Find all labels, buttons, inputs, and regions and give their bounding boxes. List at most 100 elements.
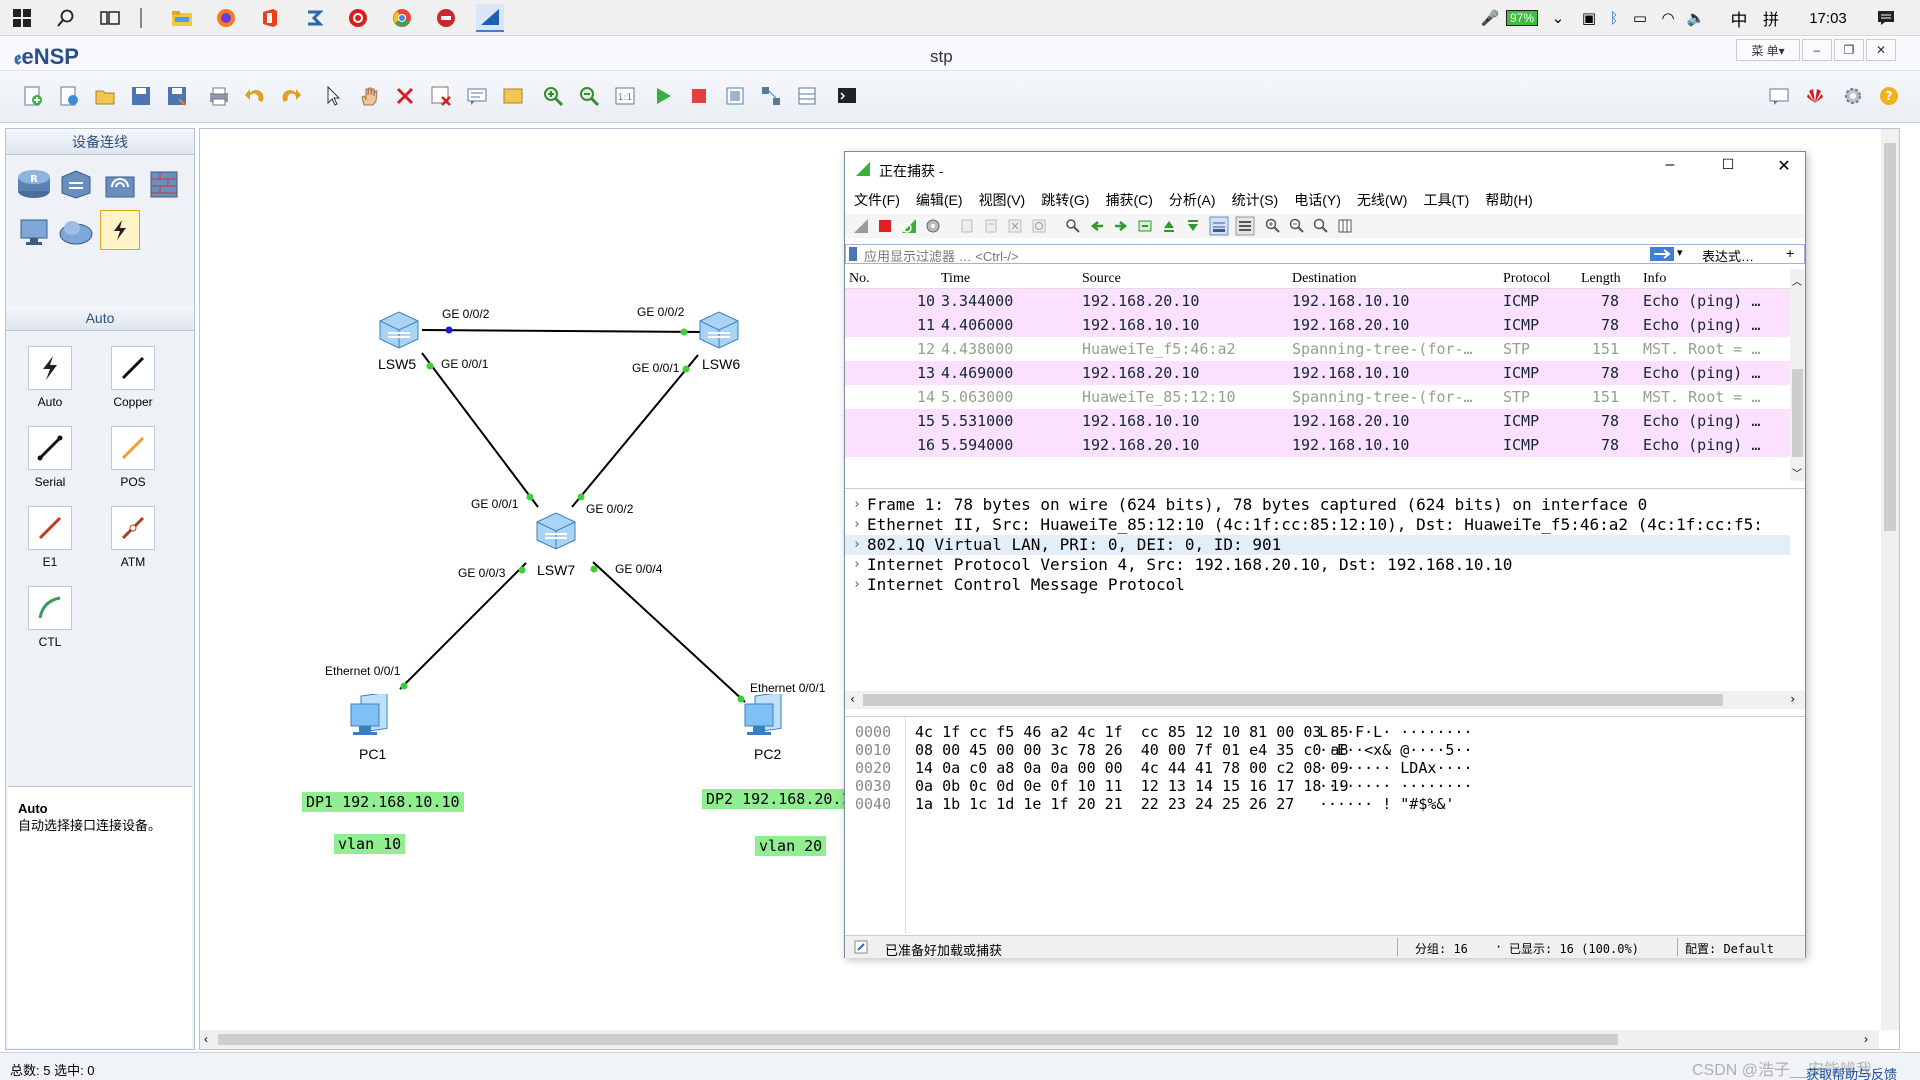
new-topology-icon[interactable]	[20, 83, 46, 109]
bookmark-icon[interactable]	[849, 247, 857, 261]
link-lsw5-lsw7[interactable]	[421, 352, 539, 508]
link-lsw7-pc2[interactable]	[592, 561, 746, 703]
detail-row[interactable]: ›Internet Control Message Protocol	[845, 575, 1790, 595]
help-icon[interactable]: ?	[1876, 83, 1902, 109]
scrollbar-thumb[interactable]	[218, 1034, 1618, 1045]
wlan-category-icon[interactable]	[100, 164, 140, 204]
pos-cable-icon[interactable]	[111, 426, 155, 470]
ws-minimize-button[interactable]: –	[1665, 156, 1675, 173]
canvas-vertical-scrollbar[interactable]	[1881, 129, 1899, 1030]
go-back-icon[interactable]	[1089, 218, 1105, 234]
connection-category-icon[interactable]	[100, 210, 140, 250]
save-file-icon[interactable]	[983, 218, 999, 234]
notification-icon[interactable]	[1872, 0, 1900, 36]
expand-arrow-icon[interactable]: ›	[853, 497, 861, 512]
menu-help[interactable]: 帮助(H)	[1485, 192, 1533, 208]
col-length[interactable]: Length	[1581, 271, 1621, 286]
scroll-up-icon[interactable]: ︿	[1792, 277, 1802, 288]
search-icon[interactable]	[52, 4, 80, 32]
text-annotation-icon[interactable]	[464, 83, 490, 109]
volume-icon[interactable]: 🔈	[1686, 10, 1706, 27]
delete-icon[interactable]	[392, 83, 418, 109]
detail-row[interactable]: ›802.1Q Virtual LAN, PRI: 0, DEI: 0, ID:…	[845, 535, 1790, 555]
menu-tools[interactable]: 工具(T)	[1423, 192, 1470, 208]
col-time[interactable]: Time	[941, 271, 971, 286]
copper-cable-icon[interactable]	[111, 346, 155, 390]
auto-cable-icon[interactable]	[28, 346, 72, 390]
menu-statistics[interactable]: 统计(S)	[1231, 192, 1279, 208]
redo-icon[interactable]	[278, 83, 304, 109]
ws-maximize-button[interactable]: ☐	[1721, 156, 1735, 172]
add-filter-button[interactable]: +	[1786, 245, 1795, 261]
col-info[interactable]: Info	[1643, 271, 1667, 286]
link-lsw6-lsw7[interactable]	[571, 354, 699, 508]
scrollbar-thumb[interactable]	[863, 694, 1723, 706]
menu-view[interactable]: 视图(V)	[978, 192, 1026, 208]
select-pointer-icon[interactable]	[320, 83, 346, 109]
settings-icon[interactable]	[1840, 83, 1866, 109]
close-file-icon[interactable]	[1007, 218, 1023, 234]
console-icon[interactable]	[834, 83, 860, 109]
link-lsw5-lsw6[interactable]	[421, 329, 701, 333]
restart-capture-icon[interactable]	[901, 218, 917, 234]
expand-arrow-icon[interactable]: ›	[853, 577, 861, 592]
bluetooth-icon[interactable]: ᛒ	[1609, 9, 1619, 27]
menu-file[interactable]: 文件(F)	[854, 192, 900, 208]
router-category-icon[interactable]: R	[14, 164, 54, 204]
wireshark-taskbar-icon[interactable]	[476, 4, 504, 32]
menu-edit[interactable]: 编辑(E)	[915, 192, 963, 208]
col-protocol[interactable]: Protocol	[1503, 271, 1551, 286]
office-icon[interactable]	[256, 4, 284, 32]
col-source[interactable]: Source	[1082, 271, 1121, 286]
canvas-horizontal-scrollbar[interactable]: ‹ ›	[200, 1030, 1879, 1049]
go-last-icon[interactable]	[1185, 218, 1201, 234]
windows-start-icon[interactable]	[8, 4, 36, 32]
app-icon[interactable]	[432, 4, 460, 32]
menu-go[interactable]: 跳转(G)	[1041, 192, 1090, 208]
vlan10-label[interactable]: vlan 10	[334, 834, 406, 854]
lsw7-switch-icon[interactable]	[533, 510, 579, 552]
chevron-up-tray-icon[interactable]: ⌄	[1551, 10, 1565, 27]
expand-arrow-icon[interactable]: ›	[853, 537, 861, 552]
open-icon[interactable]	[92, 83, 118, 109]
expert-info-icon[interactable]	[853, 939, 869, 955]
details-horizontal-scrollbar[interactable]: ‹ ›	[845, 691, 1805, 709]
minimize-button[interactable]: –	[1802, 39, 1832, 61]
menu-button[interactable]: 菜 单▾	[1736, 39, 1800, 61]
restore-scale-icon[interactable]: 1:1	[612, 83, 638, 109]
ime-indicator[interactable]: 中	[1730, 10, 1748, 30]
topology-icon[interactable]	[758, 83, 784, 109]
close-button[interactable]: ✕	[1866, 39, 1896, 61]
monitor-tray-icon[interactable]: ▣	[1581, 10, 1597, 27]
scroll-left-icon[interactable]: ‹	[204, 1032, 208, 1046]
save-icon[interactable]	[128, 83, 154, 109]
dp1-label[interactable]: DP1 192.168.10.10	[302, 792, 464, 812]
pc2-icon[interactable]	[741, 694, 791, 744]
clock[interactable]: 17:03	[1809, 9, 1847, 27]
menu-telephony[interactable]: 电话(Y)	[1294, 192, 1341, 208]
zoom-out-icon[interactable]	[576, 83, 602, 109]
scroll-right-icon[interactable]: ›	[1789, 692, 1797, 706]
filter-input[interactable]: 应用显示过滤器 … <Ctrl-/>	[864, 249, 1019, 264]
firefox-icon[interactable]	[212, 4, 240, 32]
mic-tray-icon[interactable]: 🎤	[1480, 10, 1500, 27]
scroll-down-icon[interactable]: ﹀	[1792, 469, 1802, 480]
scrollbar-thumb[interactable]	[1792, 369, 1803, 457]
scroll-left-icon[interactable]: ‹	[849, 692, 857, 706]
go-forward-icon[interactable]	[1113, 218, 1129, 234]
task-view-icon[interactable]	[96, 4, 124, 32]
pc-category-icon[interactable]	[14, 212, 54, 252]
packet-list-scrollbar[interactable]: ︿ ﹀	[1790, 269, 1805, 481]
col-destination[interactable]: Destination	[1292, 271, 1357, 286]
hand-drag-icon[interactable]	[356, 83, 382, 109]
lsw5-switch-icon[interactable]	[376, 309, 422, 351]
stop-device-icon[interactable]	[686, 83, 712, 109]
go-first-icon[interactable]	[1161, 218, 1177, 234]
ws-close-button[interactable]: ✕	[1777, 158, 1791, 175]
ensp-taskbar-icon[interactable]	[300, 4, 328, 32]
